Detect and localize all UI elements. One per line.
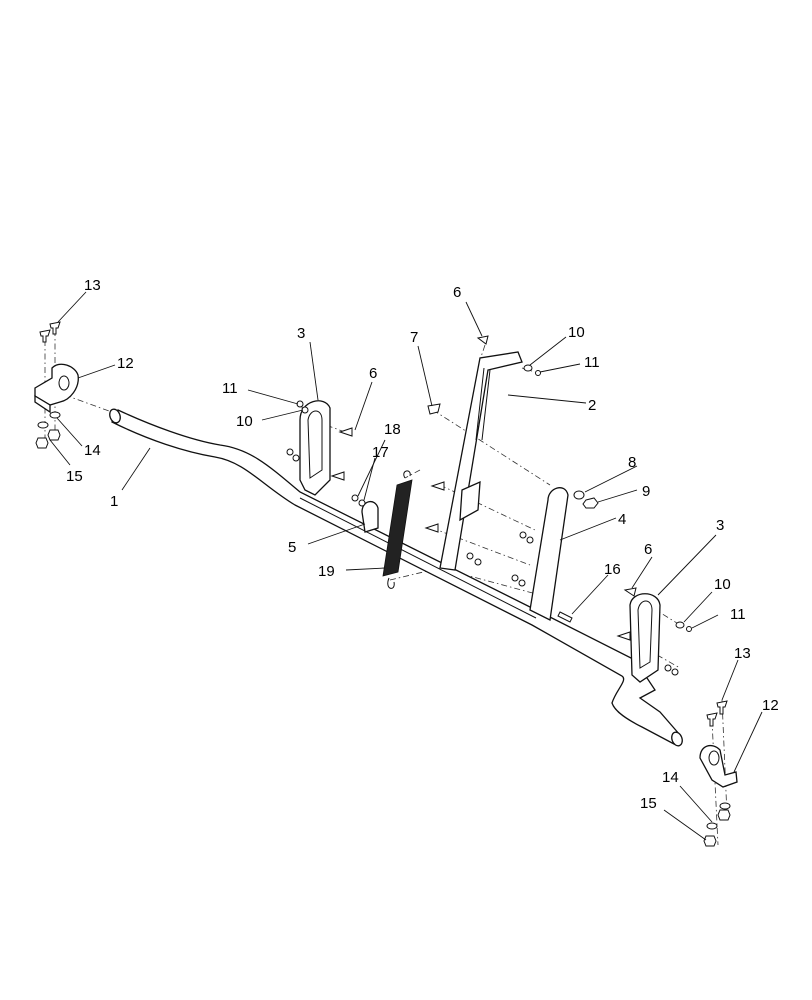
callout-17: 17 [372, 444, 389, 461]
callout-10-right: 10 [714, 576, 731, 593]
main-tube [109, 408, 683, 747]
callout-19: 19 [318, 563, 335, 580]
callout-5: 5 [288, 539, 296, 556]
callout-18: 18 [384, 421, 401, 438]
spring [382, 470, 413, 589]
callout-11-left: 11 [222, 380, 238, 397]
pivot-bracket-left [34, 363, 79, 414]
callout-13-left: 13 [84, 277, 101, 294]
assembly-lines [44, 330, 728, 846]
callout-6-right: 6 [644, 541, 652, 558]
height-bracket-left [299, 400, 331, 496]
callout-11-top: 11 [584, 354, 600, 371]
callout-15-right: 15 [640, 795, 657, 812]
callout-6-top: 6 [453, 284, 461, 301]
callout-labels: 13 12 14 15 1 3 11 10 6 18 17 5 19 7 6 1… [66, 277, 779, 812]
pivot-bracket-right [699, 744, 738, 788]
callout-12-right: 12 [762, 697, 779, 714]
callout-11-right: 11 [730, 606, 746, 623]
spring-bracket [361, 501, 379, 533]
callout-10-top: 10 [568, 324, 585, 341]
right-arm [529, 487, 569, 621]
callout-3-right: 3 [716, 517, 724, 534]
callout-7: 7 [410, 329, 418, 346]
leader-lines [49, 291, 763, 841]
callout-8: 8 [628, 454, 636, 471]
callout-14-left: 14 [84, 442, 101, 459]
callout-13-right: 13 [734, 645, 751, 662]
callout-10-left: 10 [236, 413, 253, 430]
callout-3-left: 3 [297, 325, 305, 342]
hardware [35, 321, 731, 847]
callout-9: 9 [642, 483, 650, 500]
callout-4: 4 [618, 511, 626, 528]
callout-16: 16 [604, 561, 621, 578]
callout-1: 1 [110, 493, 118, 510]
callout-2: 2 [588, 397, 596, 414]
callout-6-left: 6 [369, 365, 377, 382]
height-bracket-right [629, 593, 661, 683]
callout-12-left: 12 [117, 355, 134, 372]
callout-15-left: 15 [66, 468, 83, 485]
callout-14-right: 14 [662, 769, 679, 786]
upright-lever [439, 351, 523, 571]
